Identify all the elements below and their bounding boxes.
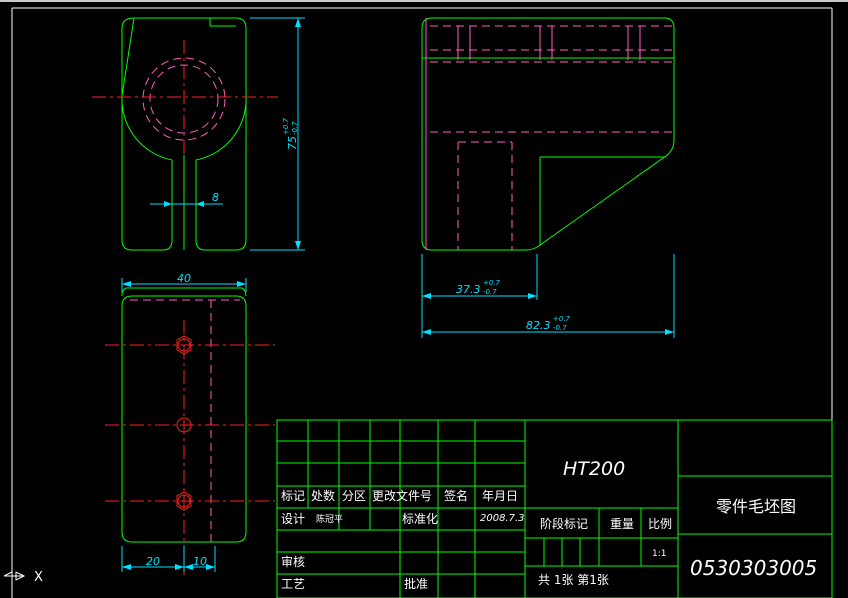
dim-width-40: 40 [177, 272, 191, 285]
dim-37-3: 37.3 [456, 283, 481, 296]
label-review: 审核 [281, 554, 305, 569]
top-view [105, 278, 275, 575]
ucs-icon [3, 571, 26, 581]
drawing-title: 零件毛坯图 [716, 497, 796, 516]
material-text: HT200 [563, 458, 625, 480]
label-scale: 比例 [648, 517, 672, 531]
label-design: 设计 [281, 512, 305, 526]
design-date: 2008.7.3 [480, 513, 525, 524]
front-view [92, 17, 305, 251]
dim-height-75-tol-lower: -0.7 [291, 121, 299, 135]
dim-width-20: 20 [146, 555, 160, 568]
dim-82-3: 82.3 [526, 319, 551, 332]
side-view [421, 17, 675, 338]
label-weight: 重量 [610, 517, 634, 531]
dim-height-75: 75 [286, 136, 299, 150]
dim-width-10: 10 [193, 555, 207, 568]
label-zone: 分区 [342, 489, 366, 503]
ucs-axis-x-label: X [34, 570, 43, 585]
label-change-doc: 更改文件号 [372, 488, 432, 503]
dim-height-75-tol-upper: +0.7 [282, 117, 290, 135]
label-approve: 批准 [404, 576, 428, 591]
toolbar-strip [0, 0, 848, 2]
label-count: 处数 [311, 488, 335, 503]
title-block [276, 419, 833, 598]
label-process: 工艺 [281, 577, 305, 591]
label-signature: 签名 [444, 488, 468, 503]
label-standardize: 标准化 [402, 512, 438, 526]
scale-value: 1:1 [652, 549, 666, 559]
designer-name: 陈冠平 [316, 513, 343, 525]
dim-37-3-tol-upper: +0.7 [483, 279, 501, 287]
dim-82-3-tol-lower: -0.7 [553, 324, 567, 332]
dim-width-8: 8 [212, 191, 219, 204]
label-stage-mark: 阶段标记 [540, 516, 588, 531]
dim-37-3-tol-lower: -0.7 [483, 288, 497, 296]
dim-82-3-tol-upper: +0.7 [553, 315, 571, 323]
sheets-text: 共 1张 第1张 [538, 573, 609, 587]
label-mark: 标记 [281, 489, 305, 503]
drawing-number: 0530303005 [690, 556, 817, 580]
label-date: 年月日 [482, 489, 518, 503]
